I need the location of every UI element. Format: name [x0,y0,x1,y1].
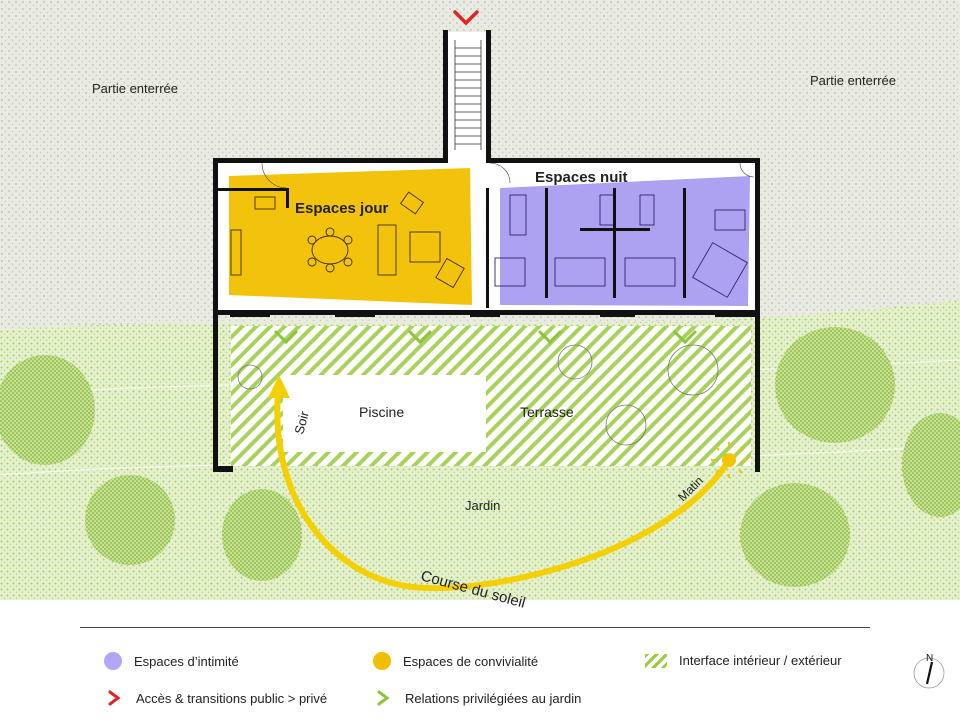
legend-access-label: Accès & transitions public > privé [136,690,328,706]
sun-icon [711,442,747,478]
underground-label-left: Partie enterrée [92,81,178,96]
tree [85,475,175,565]
pool [283,375,486,452]
evening-label: Soir [291,409,312,436]
pool-label: Piscine [359,404,404,420]
night-spaces-label: Espaces nuit [535,169,628,186]
garden-relation-chevrons [274,330,697,345]
intimacy-swatch [104,652,122,670]
north-compass-icon: N [913,653,945,689]
staircase [454,40,482,150]
night-zone [500,176,750,306]
legend-interface: Interface intérieur / extérieur [645,653,842,668]
north-label: N [926,653,933,664]
terrace-label: Terrasse [520,404,574,420]
legend-access: Accès & transitions public > privé [104,689,327,707]
legend-garden-relations-label: Relations privilégiées au jardin [405,690,582,706]
tree [0,355,95,465]
access-chevron-icon [453,10,479,26]
tree [222,489,302,581]
walls [213,30,760,472]
legend-intimacy: Espaces d’intimité [104,652,239,670]
furniture [230,191,465,289]
sun-path-arc [274,389,728,592]
access-chevron-icon [108,690,121,706]
stair-interior [447,32,487,164]
legend-conviviality-label: Espaces de convivialité [403,653,539,669]
tree [775,327,895,443]
tree [740,483,850,587]
tree [902,413,960,517]
legend-conviviality: Espaces de convivialité [373,652,538,670]
day-spaces-label: Espaces jour [295,200,389,217]
legend-divider [80,627,870,628]
door-swings [261,162,755,189]
underground-label-right: Partie enterrée [810,73,896,88]
legend-interface-label: Interface intérieur / extérieur [679,653,842,668]
legend-intimacy-label: Espaces d’intimité [134,653,239,669]
sun-path-arrowhead [268,375,290,398]
legend-garden-relations: Relations privilégiées au jardin [373,689,581,707]
interface-swatch [645,653,667,668]
legend: Espaces d’intimité Espaces de conviviali… [0,600,960,720]
conviviality-swatch [373,652,391,670]
garden-label: Jardin [465,498,500,513]
terrace-circles [237,344,719,446]
garden-chevron-icon [377,690,390,706]
